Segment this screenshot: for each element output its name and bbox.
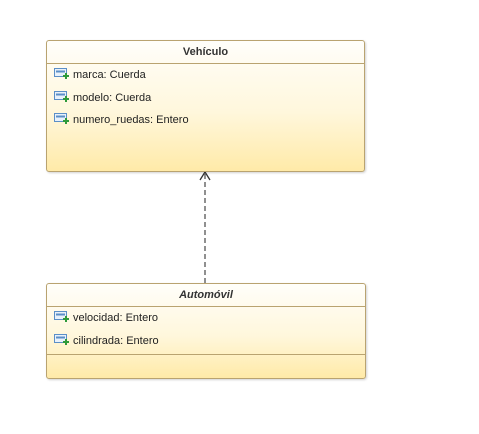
class-name: Automóvil <box>47 284 365 307</box>
attribute-row[interactable]: cilindrada: Entero <box>54 333 159 349</box>
attribute-row[interactable]: modelo: Cuerda <box>54 90 151 106</box>
public-attribute-icon <box>54 311 69 325</box>
attribute-text: modelo: Cuerda <box>73 92 152 104</box>
attribute-row[interactable]: marca: Cuerda <box>54 67 146 83</box>
attribute-text: marca: Cuerda <box>73 69 146 81</box>
attribute-text: velocidad: Entero <box>73 312 158 324</box>
attribute-row[interactable]: velocidad: Entero <box>54 310 158 326</box>
class-automovil[interactable]: Automóvil velocidad: Entero <box>46 283 366 379</box>
class-vehiculo[interactable]: Vehículo marca: Cuerda <box>46 40 365 172</box>
public-attribute-icon <box>54 334 69 348</box>
public-attribute-icon <box>54 91 69 105</box>
class-name: Vehículo <box>47 41 364 64</box>
attribute-row[interactable]: numero_ruedas: Entero <box>54 112 189 128</box>
attribute-text: cilindrada: Entero <box>73 335 159 347</box>
operations-divider <box>47 354 365 355</box>
open-arrowhead <box>199 170 211 181</box>
public-attribute-icon <box>54 113 69 127</box>
public-attribute-icon <box>54 68 69 82</box>
attribute-text: numero_ruedas: Entero <box>73 114 189 126</box>
